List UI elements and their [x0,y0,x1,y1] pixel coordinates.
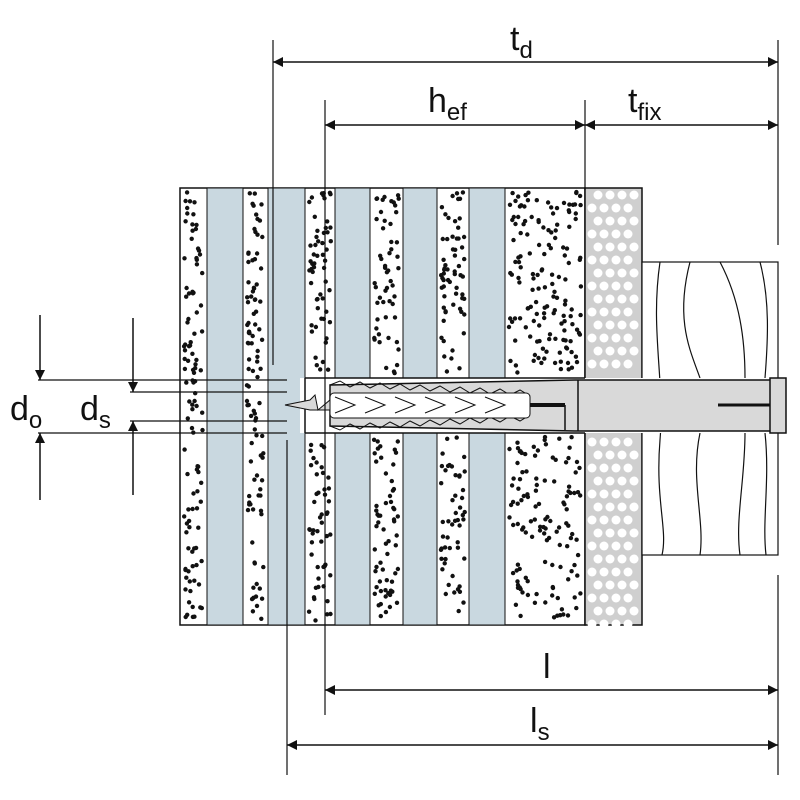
label-d0: do [10,390,42,434]
frame-anchor [284,377,787,434]
label-td: td [510,20,533,64]
label-l: l [543,648,551,686]
label-ls: ls [530,702,550,746]
extension-lines [38,40,779,775]
dimension-lines [35,57,778,750]
label-ds: ds [80,390,111,434]
label-hef: hef [428,82,467,126]
brick-web-band [206,187,244,626]
label-tfix: tfix [628,82,661,126]
